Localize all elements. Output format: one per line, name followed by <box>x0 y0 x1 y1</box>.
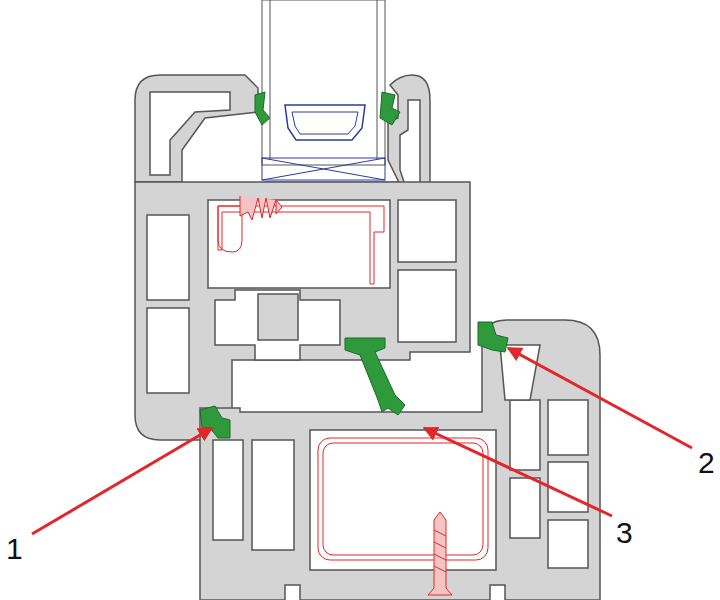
hardware-rib <box>258 294 298 340</box>
steel-reinforcement <box>218 206 384 284</box>
sash-chamber <box>147 215 189 300</box>
leader-arrows <box>32 348 692 534</box>
leader-arrow <box>508 348 692 448</box>
leader-arrow <box>32 428 212 534</box>
glazing-gasket <box>255 92 270 125</box>
frame-screw <box>240 196 282 220</box>
screws <box>240 196 452 595</box>
glass-spacer <box>285 105 365 140</box>
glass-outline <box>262 0 385 165</box>
reinforcement-chamber <box>310 430 496 570</box>
sash-body <box>135 182 470 440</box>
sash-chamber <box>398 270 456 342</box>
center-gasket <box>345 338 405 415</box>
frame-screw <box>428 512 452 595</box>
frame-chamber <box>548 400 588 455</box>
sash-profile <box>135 75 470 440</box>
frame-chamber <box>213 440 243 540</box>
inner-gasket <box>478 322 508 352</box>
glass-spacer-inner <box>292 112 358 134</box>
steel-reinforcement <box>318 438 488 560</box>
glass-pane <box>377 0 378 160</box>
frame-profile <box>200 320 600 600</box>
steel-reinforcement-inner <box>323 443 483 555</box>
frame-body <box>200 320 600 600</box>
leader-arrow <box>424 428 612 516</box>
glazing-unit <box>262 0 400 204</box>
frame-chamber <box>548 462 588 512</box>
setting-block <box>262 158 385 180</box>
gaskets <box>200 92 508 438</box>
sash-chamber <box>398 200 456 262</box>
screw-thread <box>434 530 446 572</box>
setting-block-cross <box>262 158 385 180</box>
callout-number: 3 <box>616 518 633 548</box>
reinforcement-chamber <box>208 200 390 288</box>
callout-number: 1 <box>6 534 23 564</box>
callout-number: 2 <box>698 448 715 478</box>
frame-chamber <box>510 478 540 538</box>
glass-pane <box>270 0 271 160</box>
glazing-gasket <box>380 92 400 125</box>
sash-leg <box>135 75 258 182</box>
hardware-groove <box>215 290 340 360</box>
frame-chamber <box>252 440 294 550</box>
frame-chamber <box>548 520 588 568</box>
frame-chamber <box>510 400 540 470</box>
sash-chamber <box>150 92 230 175</box>
sash-chamber <box>147 308 189 393</box>
steel-reinforcement-lip <box>218 206 242 252</box>
